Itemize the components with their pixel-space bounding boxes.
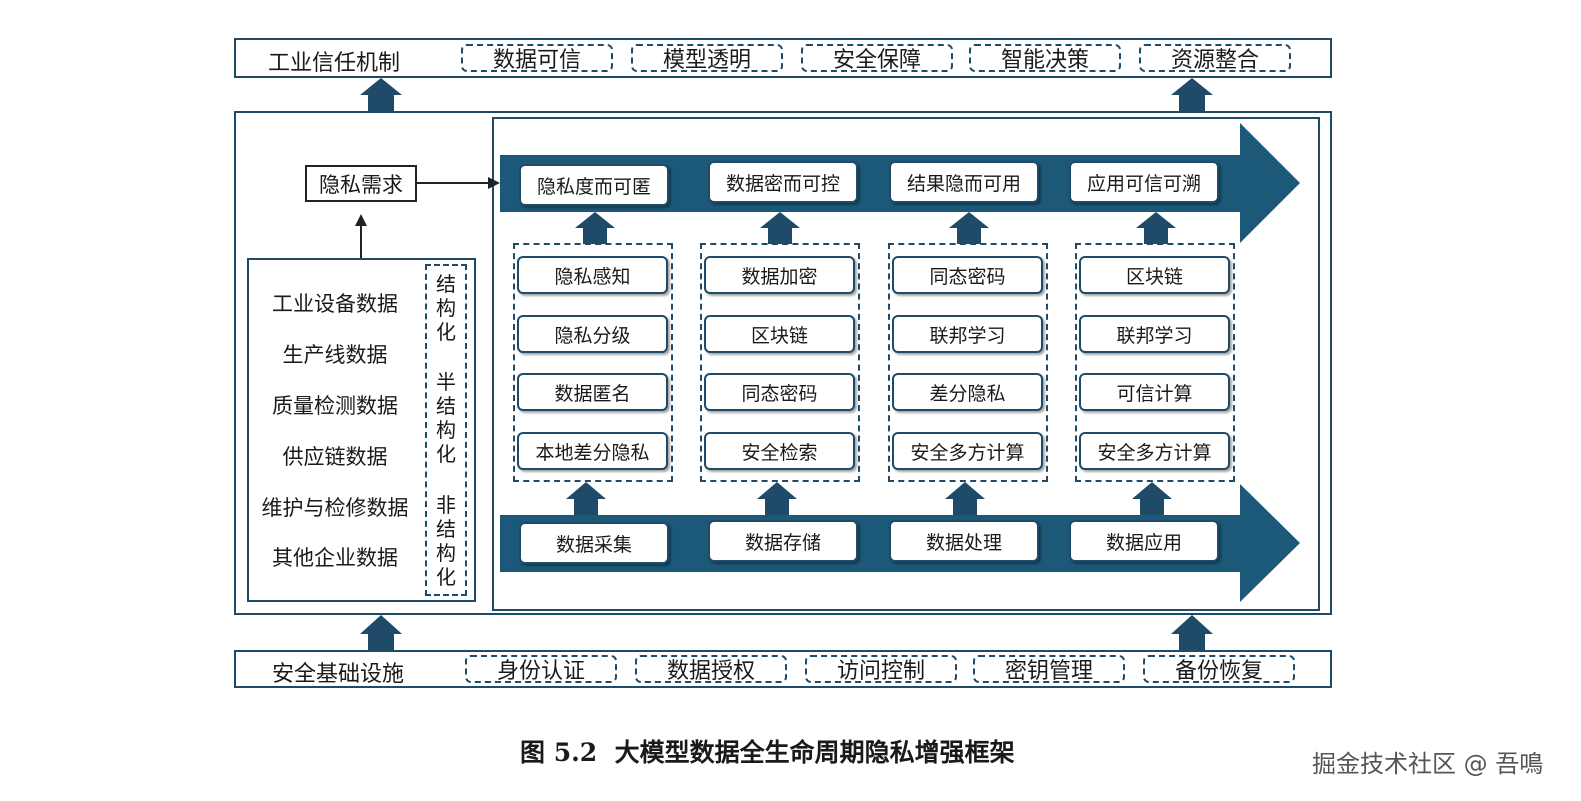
top-band-label: 工业信任机制 — [268, 51, 401, 76]
data-type-label: 非结构化 — [436, 493, 456, 589]
technique-column — [513, 243, 673, 482]
up-arrow-icon — [945, 482, 985, 515]
technique-box: 安全检索 — [704, 432, 855, 470]
technique-box: 隐私感知 — [517, 256, 668, 294]
technique-box: 数据加密 — [704, 256, 855, 294]
goal-box: 结果隐而可用 — [889, 161, 1039, 203]
technique-box: 联邦学习 — [892, 315, 1043, 353]
technique-column — [888, 243, 1048, 482]
up-arrow-icon — [1171, 78, 1213, 111]
up-arrow-icon — [757, 482, 797, 515]
data-source-item: 质量检测数据 — [272, 394, 398, 418]
goal-box: 隐私度而可匿 — [519, 164, 669, 206]
data-source-item: 维护与检修数据 — [261, 496, 409, 520]
top-tag: 安全保障 — [801, 44, 953, 73]
watermark-text: 掘金技术社区 @ 吾鳴 — [1312, 750, 1544, 778]
stage-box: 数据存储 — [708, 520, 858, 562]
up-arrow-icon — [1132, 482, 1172, 515]
up-arrow-icon — [760, 212, 800, 244]
technique-box: 本地差分隐私 — [517, 432, 668, 470]
up-arrow-icon — [360, 78, 402, 111]
up-arrow-icon — [360, 615, 402, 650]
bottom-tag: 访问控制 — [805, 655, 957, 684]
stage-box: 数据采集 — [519, 522, 669, 564]
stage-box: 数据处理 — [889, 520, 1039, 562]
technique-box: 隐私分级 — [517, 315, 668, 353]
privacy-need-box: 隐私需求 — [305, 165, 417, 202]
top-tag: 智能决策 — [969, 44, 1121, 73]
data-source-item: 供应链数据 — [282, 445, 388, 469]
data-sources-box — [247, 258, 476, 602]
technique-box: 同态密码 — [704, 373, 855, 411]
data-types-box — [425, 264, 467, 596]
technique-box: 安全多方计算 — [1079, 432, 1230, 470]
privacy-need-label: 隐私需求 — [319, 172, 403, 197]
up-arrow-icon — [575, 212, 615, 244]
goal-box: 应用可信可溯 — [1069, 161, 1219, 203]
up-arrow-icon — [566, 482, 606, 515]
bottom-tag: 备份恢复 — [1143, 655, 1295, 684]
technique-box: 安全多方计算 — [892, 432, 1043, 470]
technique-box: 数据匿名 — [517, 373, 668, 411]
technique-box: 差分隐私 — [892, 373, 1043, 411]
arrowhead-icon — [355, 214, 367, 226]
up-arrow-icon — [1171, 615, 1213, 650]
top-tag: 数据可信 — [461, 44, 613, 73]
main-frame — [234, 111, 1332, 615]
top-tag: 模型透明 — [631, 44, 783, 73]
inner-frame — [492, 117, 1320, 611]
technique-box: 可信计算 — [1079, 373, 1230, 411]
up-arrow-icon — [949, 212, 989, 244]
technique-column — [1075, 243, 1235, 482]
data-type-label: 半结构化 — [436, 370, 456, 466]
technique-box: 区块链 — [1079, 256, 1230, 294]
arrowhead-icon — [488, 177, 500, 189]
bottom-tag: 密钥管理 — [973, 655, 1125, 684]
bottom-band-label: 安全基础设施 — [272, 662, 405, 687]
figure-caption: 图 5.2 大模型数据全生命周期隐私增强框架 — [520, 738, 1015, 767]
bottom-tag: 身份认证 — [465, 655, 617, 684]
goal-box: 数据密而可控 — [708, 161, 858, 203]
up-arrow-icon — [1136, 212, 1176, 244]
bottom-tag: 数据授权 — [635, 655, 787, 684]
stage-box: 数据应用 — [1069, 520, 1219, 562]
top-tag: 资源整合 — [1139, 44, 1291, 73]
technique-box: 同态密码 — [892, 256, 1043, 294]
data-source-item: 工业设备数据 — [272, 292, 398, 316]
technique-column — [700, 243, 860, 482]
data-type-label: 结构化 — [436, 272, 456, 344]
data-source-item: 生产线数据 — [282, 343, 388, 367]
technique-box: 区块链 — [704, 315, 855, 353]
data-source-item: 其他企业数据 — [272, 546, 398, 570]
technique-box: 联邦学习 — [1079, 315, 1230, 353]
